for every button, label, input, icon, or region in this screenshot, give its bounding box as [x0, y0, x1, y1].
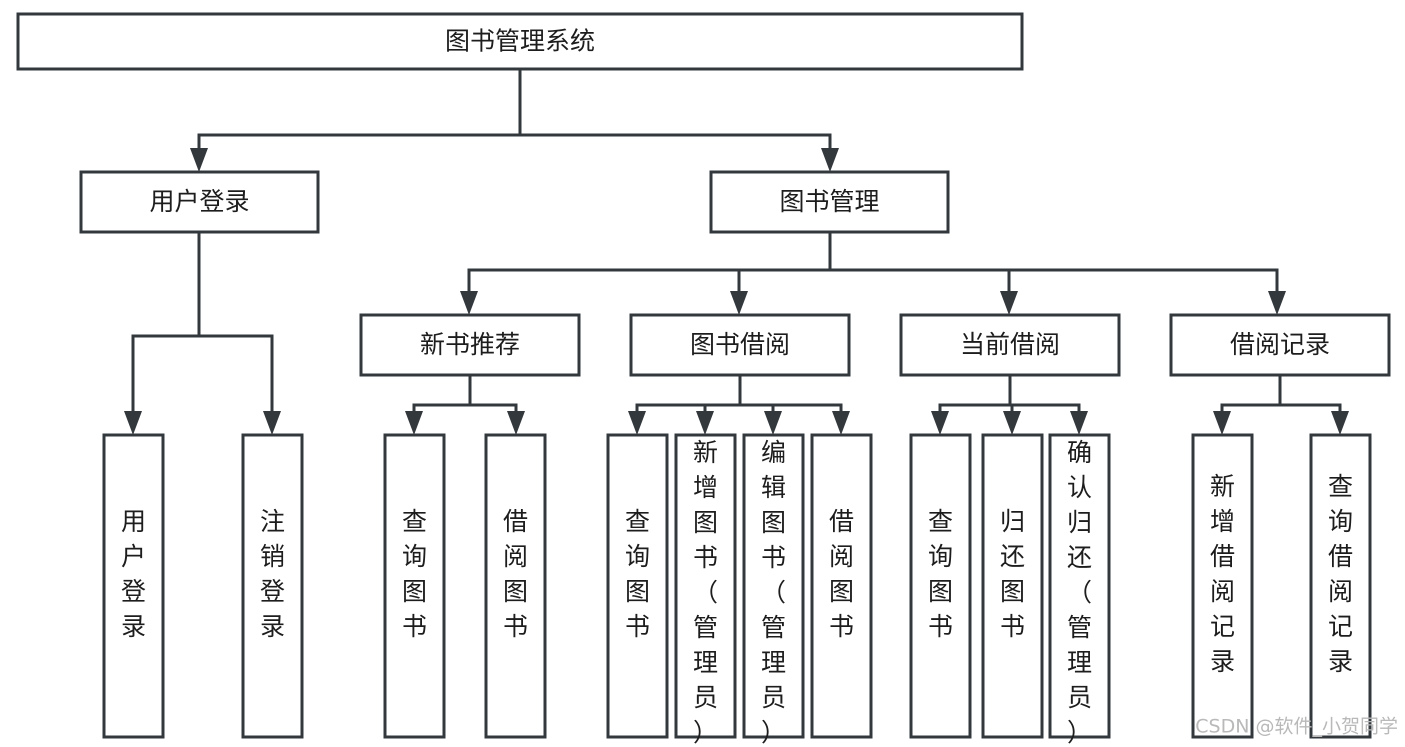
arrow-down-icon — [1003, 411, 1021, 435]
node-level4-8-box[interactable] — [909, 433, 972, 739]
connector-bookmgmt-to-level3 — [460, 230, 1286, 315]
node-level3-0-box[interactable] — [359, 313, 581, 377]
node-level4-11-label: 新增借阅记录 — [1210, 472, 1235, 676]
node-level3-3-box[interactable] — [1169, 313, 1391, 377]
arrow-down-icon — [263, 411, 281, 435]
connector-userlogin-to-children — [124, 230, 281, 435]
node-level3-3-label: 借阅记录 — [1230, 330, 1330, 359]
node-root-0[interactable]: 图书管理系统 — [16, 12, 1024, 71]
node-level2-1-label: 图书管理 — [779, 187, 879, 216]
arrow-down-icon — [696, 411, 714, 435]
connector-root-to-level2 — [190, 67, 839, 172]
arrow-down-icon — [730, 291, 748, 315]
arrow-down-icon — [628, 411, 646, 435]
node-root-0-box[interactable] — [16, 12, 1024, 71]
node-level4-5-box[interactable] — [674, 433, 737, 739]
arrow-down-icon — [190, 148, 208, 172]
arrow-down-icon — [507, 411, 525, 435]
connector-current-to-children — [931, 373, 1088, 435]
connector-record-to-children — [1213, 373, 1349, 435]
node-level4-1-label: 注销登录 — [260, 507, 285, 641]
arrow-down-icon — [1000, 291, 1018, 315]
arrow-down-icon — [931, 411, 949, 435]
node-level4-0[interactable]: 用户登录 — [102, 433, 165, 739]
node-level4-8-label: 查询图书 — [928, 507, 953, 641]
node-level4-6[interactable]: 编辑图书（管理员） — [742, 433, 805, 747]
node-level4-10[interactable]: 确认归还（管理员） — [1048, 433, 1111, 747]
watermark-label: CSDN @软件_小贺同学 — [1195, 716, 1398, 738]
connector-layer — [124, 67, 1349, 435]
node-level2-0-label: 用户登录 — [149, 187, 249, 216]
arrow-down-icon — [460, 291, 478, 315]
node-level4-8[interactable]: 查询图书 — [909, 433, 972, 739]
node-level4-5-label: 新增图书（管理员） — [693, 438, 718, 747]
node-level3-2[interactable]: 当前借阅 — [899, 313, 1121, 377]
node-level4-0-label: 用户登录 — [121, 507, 146, 641]
node-level3-1-box[interactable] — [629, 313, 851, 377]
arrow-down-icon — [1331, 411, 1349, 435]
node-level4-3[interactable]: 借阅图书 — [484, 433, 547, 739]
node-level4-12-label: 查询借阅记录 — [1328, 472, 1353, 676]
node-level4-0-box[interactable] — [102, 433, 165, 739]
node-level3-1[interactable]: 图书借阅 — [629, 313, 851, 377]
node-level4-10-label: 确认归还（管理员） — [1067, 438, 1092, 747]
node-level4-11[interactable]: 新增借阅记录 — [1191, 433, 1254, 739]
node-level2-1-box[interactable] — [709, 170, 950, 234]
node-level4-9[interactable]: 归还图书 — [981, 433, 1044, 739]
arrow-down-icon — [821, 148, 839, 172]
node-level4-9-label: 归还图书 — [1000, 507, 1025, 641]
node-level4-11-box[interactable] — [1191, 433, 1254, 739]
node-level4-10-box[interactable] — [1048, 433, 1111, 739]
connector-borrow-to-children — [628, 373, 850, 435]
arrow-down-icon — [1070, 411, 1088, 435]
node-level3-0[interactable]: 新书推荐 — [359, 313, 581, 377]
node-level4-7[interactable]: 借阅图书 — [810, 433, 873, 739]
arrow-down-icon — [405, 411, 423, 435]
node-level4-4-label: 查询图书 — [625, 507, 650, 641]
node-root-0-label: 图书管理系统 — [445, 27, 595, 56]
node-level4-3-box[interactable] — [484, 433, 547, 739]
node-level3-1-label: 图书借阅 — [690, 330, 790, 359]
node-level2-0-box[interactable] — [79, 170, 320, 234]
arrow-down-icon — [1268, 291, 1286, 315]
node-level3-2-box[interactable] — [899, 313, 1121, 377]
node-level4-2[interactable]: 查询图书 — [383, 433, 446, 739]
node-level4-6-label: 编辑图书（管理员） — [761, 438, 786, 747]
node-level4-6-box[interactable] — [742, 433, 805, 739]
node-level4-5[interactable]: 新增图书（管理员） — [674, 433, 737, 747]
node-level4-3-label: 借阅图书 — [503, 507, 528, 641]
node-level3-2-label: 当前借阅 — [960, 330, 1060, 359]
node-level4-2-label: 查询图书 — [402, 507, 427, 641]
connector-newbook-to-children — [405, 373, 525, 435]
node-level4-7-label: 借阅图书 — [829, 507, 854, 641]
arrow-down-icon — [1213, 411, 1231, 435]
node-level3-3[interactable]: 借阅记录 — [1169, 313, 1391, 377]
node-level4-9-box[interactable] — [981, 433, 1044, 739]
node-level4-4-box[interactable] — [606, 433, 669, 739]
node-level3-0-label: 新书推荐 — [420, 330, 520, 359]
node-level2-1[interactable]: 图书管理 — [709, 170, 950, 234]
node-level2-0[interactable]: 用户登录 — [79, 170, 320, 234]
node-level4-12-box[interactable] — [1309, 433, 1372, 739]
node-level4-7-box[interactable] — [810, 433, 873, 739]
node-level4-12[interactable]: 查询借阅记录 — [1309, 433, 1372, 739]
node-layer: 图书管理系统用户登录图书管理新书推荐图书借阅当前借阅借阅记录用户登录注销登录查询… — [16, 12, 1391, 747]
arrow-down-icon — [832, 411, 850, 435]
node-level4-1[interactable]: 注销登录 — [241, 433, 304, 739]
arrow-down-icon — [764, 411, 782, 435]
node-level4-2-box[interactable] — [383, 433, 446, 739]
node-level4-4[interactable]: 查询图书 — [606, 433, 669, 739]
node-level4-1-box[interactable] — [241, 433, 304, 739]
arrow-down-icon — [124, 411, 142, 435]
